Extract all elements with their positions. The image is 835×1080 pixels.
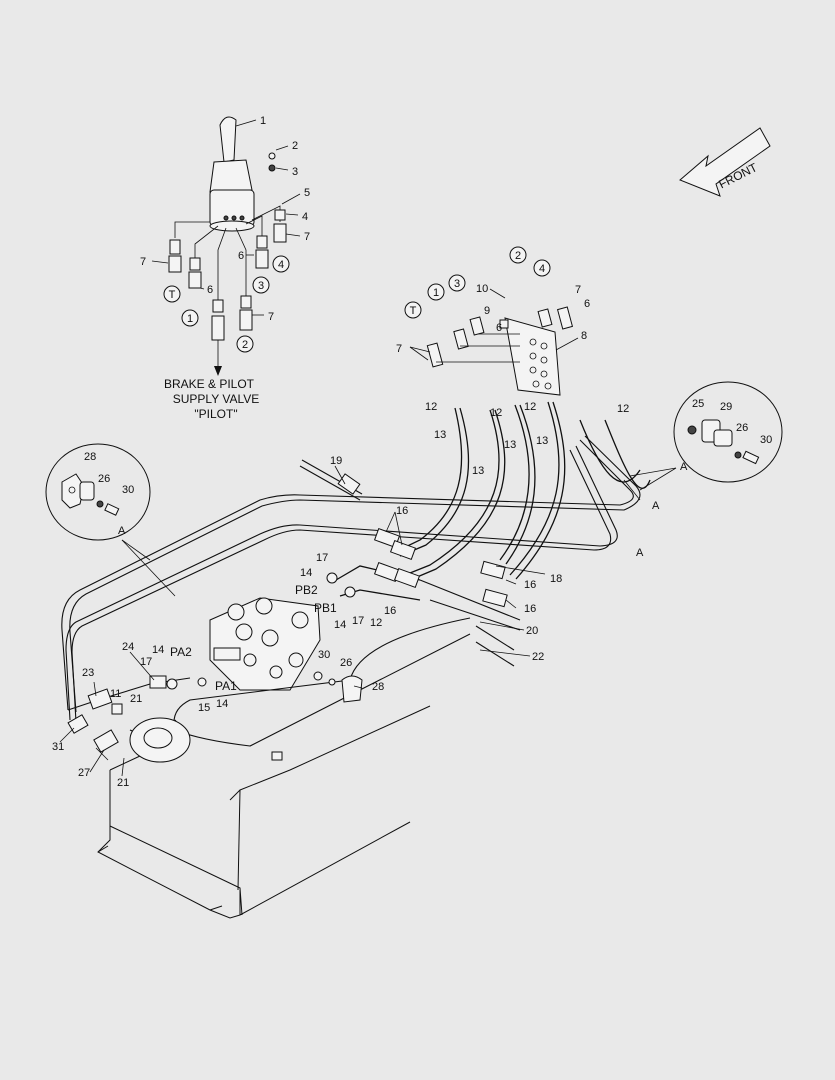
circled-3-left: 3 xyxy=(258,280,264,292)
callout-14a: 14 xyxy=(300,567,312,579)
callout-14d: 14 xyxy=(216,698,228,710)
circled-2-left: 2 xyxy=(242,339,248,351)
callout-28b: 28 xyxy=(84,451,96,463)
callout-14b: 14 xyxy=(334,619,346,631)
callout-31: 31 xyxy=(52,741,64,753)
pilot-label-3: "PILOT" xyxy=(194,407,237,421)
callout-30b: 30 xyxy=(122,484,134,496)
callout-12c: 12 xyxy=(524,401,536,413)
callout-7a: 7 xyxy=(304,231,310,243)
callout-24: 24 xyxy=(122,641,134,653)
callout-17c: 17 xyxy=(140,656,152,668)
callout-6c: 6 xyxy=(496,322,502,334)
callout-3: 3 xyxy=(292,166,298,178)
circled-T-right: T xyxy=(410,305,417,317)
port-labels: PB2 PB1 PA2 PA1 xyxy=(170,583,337,693)
callout-29: 29 xyxy=(720,401,732,413)
callout-16c: 16 xyxy=(524,579,536,591)
pilot-joystick xyxy=(209,116,255,232)
callout-17b: 17 xyxy=(352,615,364,627)
callout-15: 15 xyxy=(198,702,210,714)
circled-labels: T 1 2 3 4 T 1 3 2 4 xyxy=(163,246,551,353)
callout-13b: 13 xyxy=(504,439,516,451)
circled-3-right: 3 xyxy=(454,278,460,290)
callout-20: 20 xyxy=(526,625,538,637)
callout-A4: A xyxy=(118,525,126,537)
callout-16d: 16 xyxy=(524,603,536,615)
callout-10: 10 xyxy=(476,283,488,295)
callout-26c: 26 xyxy=(736,422,748,434)
callout-13c: 13 xyxy=(536,435,548,447)
callout-11: 11 xyxy=(110,688,121,700)
callout-7b: 7 xyxy=(140,256,146,268)
callout-30a: 30 xyxy=(318,649,330,661)
callout-13d: 13 xyxy=(472,465,484,477)
callout-4: 4 xyxy=(302,211,308,223)
callout-8: 8 xyxy=(581,330,587,342)
callout-12a: 12 xyxy=(425,401,437,413)
callout-A3: A xyxy=(636,547,644,559)
circled-4-right: 4 xyxy=(539,263,545,275)
callout-21a: 21 xyxy=(130,693,142,705)
callout-25: 25 xyxy=(692,398,704,410)
callout-A2: A xyxy=(652,500,660,512)
callout-16a: 16 xyxy=(396,505,408,517)
callout-12d: 12 xyxy=(617,403,629,415)
pilot-hoses xyxy=(394,401,651,581)
valve-fittings xyxy=(326,473,508,608)
callout-numbers: 1 2 3 5 4 7 7 6 6 7 10 9 6 7 6 8 7 12 12… xyxy=(52,115,772,789)
callout-7e: 7 xyxy=(396,343,402,355)
hydraulic-tank xyxy=(97,705,431,919)
left-fittings xyxy=(67,675,207,753)
manifold-block xyxy=(426,306,574,396)
callout-12b: 12 xyxy=(490,407,502,419)
callout-5: 5 xyxy=(304,187,310,199)
circled-1-right: 1 xyxy=(433,287,439,299)
callout-12e: 12 xyxy=(370,617,382,629)
pilot-label-1: BRAKE & PILOT xyxy=(164,377,255,391)
circled-1-left: 1 xyxy=(187,313,193,325)
callout-26a: 26 xyxy=(340,657,352,669)
callout-6d: 6 xyxy=(584,298,590,310)
callout-26b: 26 xyxy=(98,473,110,485)
control-valve xyxy=(209,597,321,691)
callout-23: 23 xyxy=(82,667,94,679)
callout-1: 1 xyxy=(260,115,266,127)
port-PB2: PB2 xyxy=(295,583,318,597)
circled-2-right: 2 xyxy=(515,250,521,262)
callout-17a: 17 xyxy=(316,552,328,564)
detail-right xyxy=(623,381,783,501)
port-PA2: PA2 xyxy=(170,645,192,659)
callout-A1: A xyxy=(680,461,688,473)
callout-7c: 7 xyxy=(268,311,274,323)
circled-T-left: T xyxy=(169,289,176,301)
callout-2: 2 xyxy=(292,140,298,152)
leader-lines xyxy=(59,119,579,777)
pilot-label-2: SUPPLY VALVE xyxy=(173,392,260,406)
circled-4-left: 4 xyxy=(278,259,284,271)
front-arrow: FRONT xyxy=(679,127,771,197)
detail-left xyxy=(45,443,176,597)
callout-6a: 6 xyxy=(207,284,213,296)
callout-14c: 14 xyxy=(152,644,164,656)
callout-27: 27 xyxy=(78,767,90,779)
tubes-A xyxy=(61,435,641,723)
callout-13a: 13 xyxy=(434,429,446,441)
callout-21b: 21 xyxy=(117,777,129,789)
tube-clamp xyxy=(313,671,363,703)
callout-16b: 16 xyxy=(384,605,396,617)
callout-19: 19 xyxy=(330,455,342,467)
callout-28a: 28 xyxy=(372,681,384,693)
callout-9: 9 xyxy=(484,305,490,317)
callout-30c: 30 xyxy=(760,434,772,446)
callout-6b: 6 xyxy=(238,250,244,262)
port-PA1: PA1 xyxy=(215,679,237,693)
pilot-fittings xyxy=(168,152,287,376)
port-PB1: PB1 xyxy=(314,601,337,615)
callout-22: 22 xyxy=(532,651,544,663)
callout-7d: 7 xyxy=(575,284,581,296)
callout-18: 18 xyxy=(550,573,562,585)
